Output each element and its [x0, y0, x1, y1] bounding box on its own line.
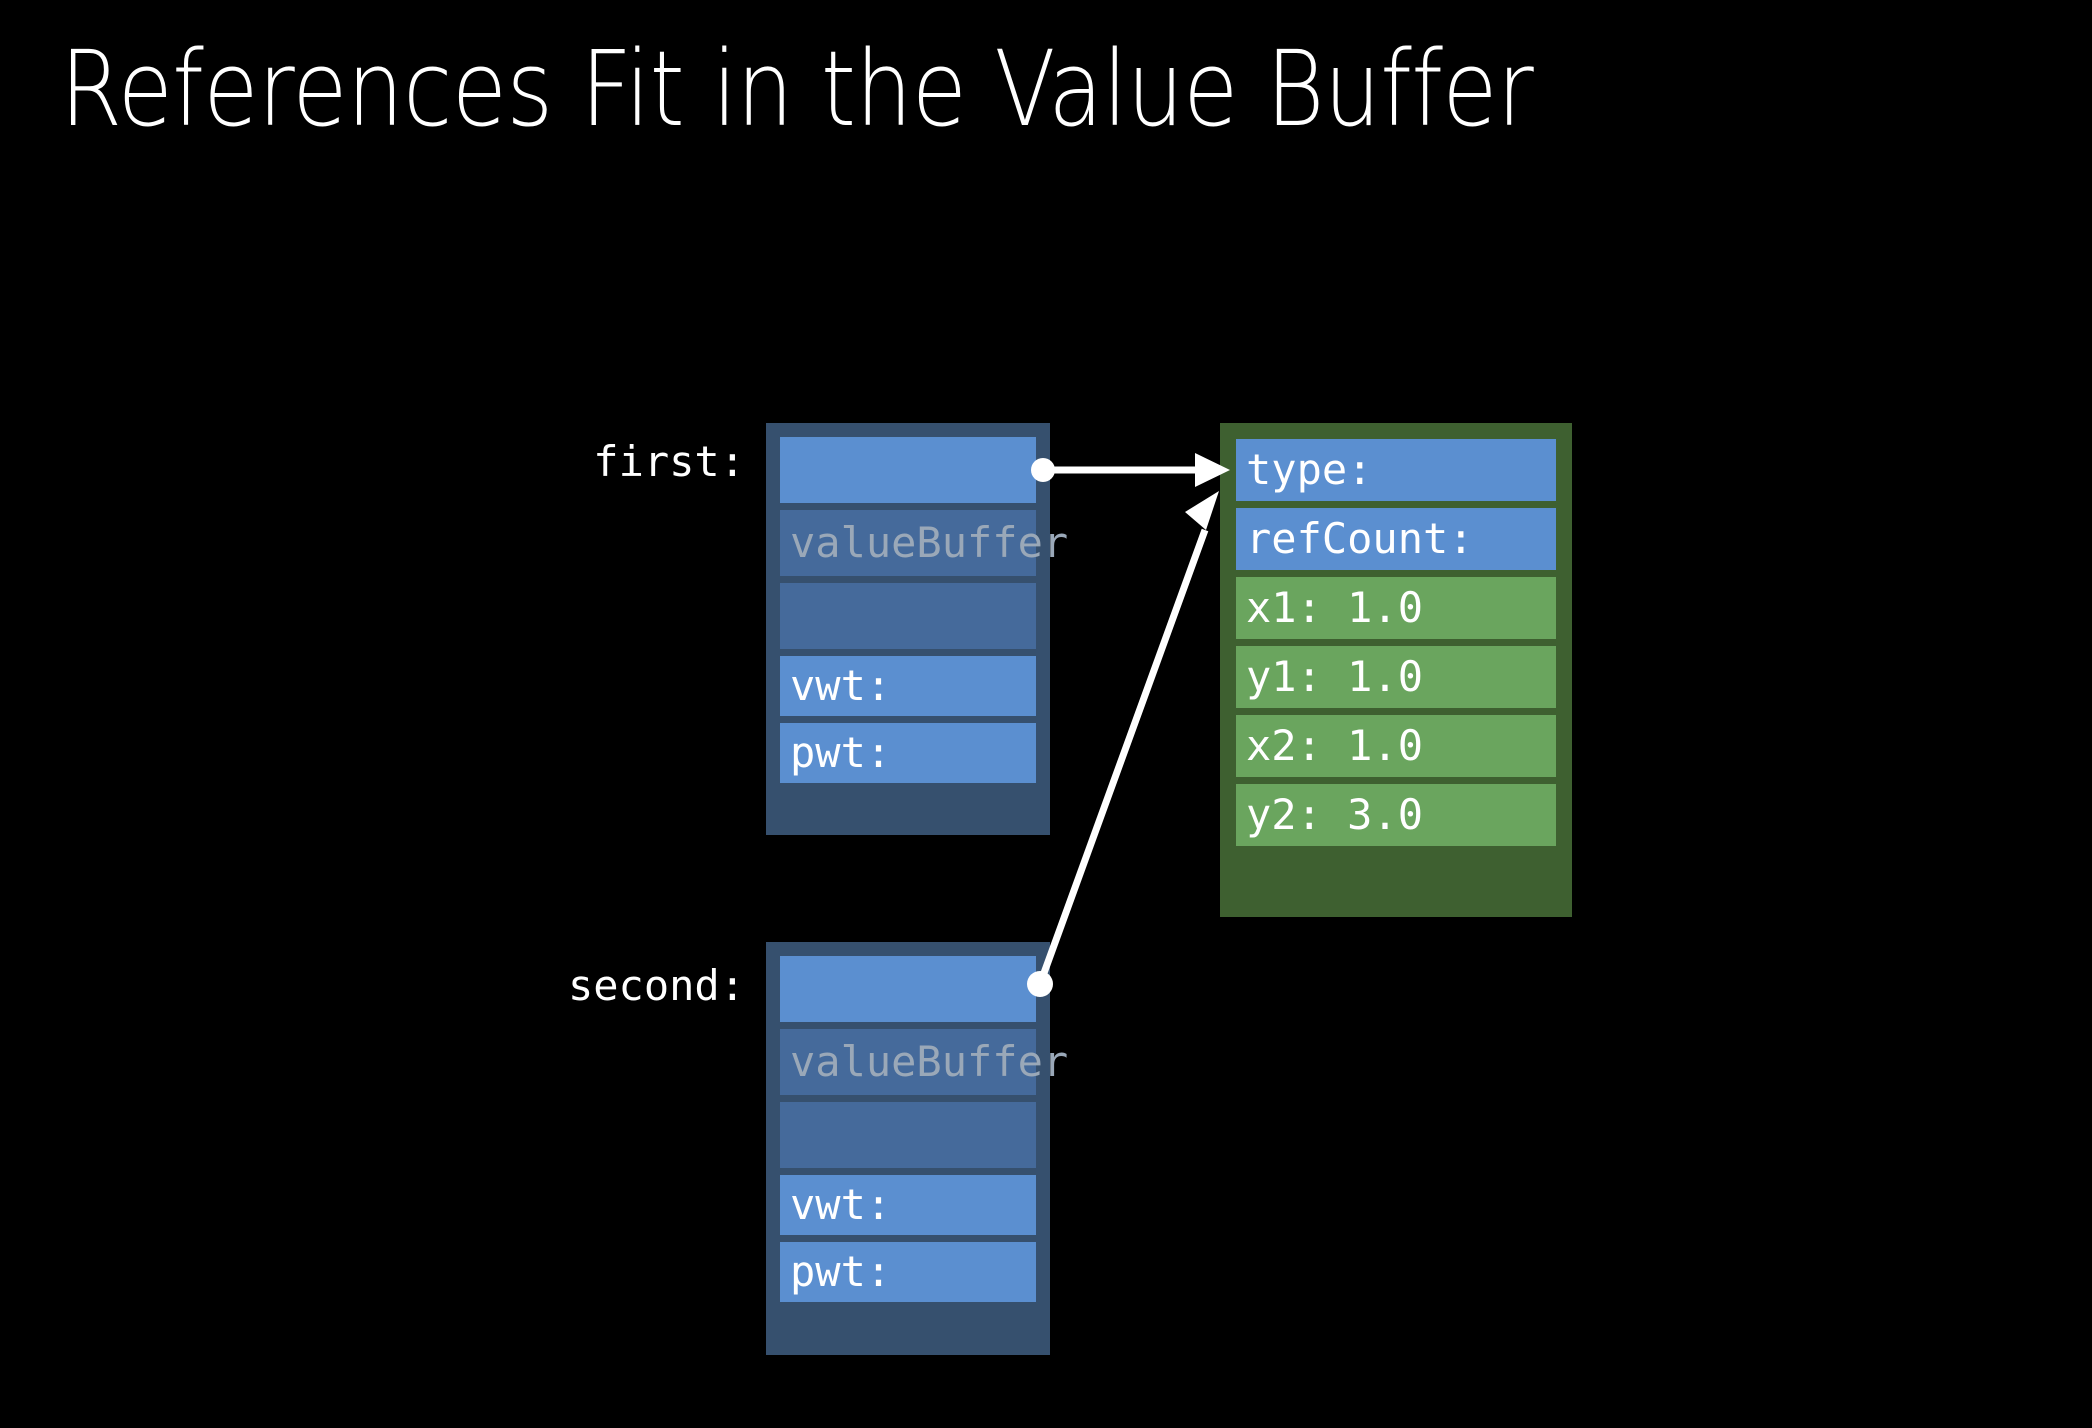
heap-row-x2: x2: 1.0 [1236, 715, 1556, 777]
heap-row-y1: y1: 1.0 [1236, 646, 1556, 708]
value-buffer-label-first: valueBuffer [780, 510, 1068, 576]
value-box-second: valueBuffer vwt: pwt: [766, 942, 1068, 1355]
variable-label-first: first: [593, 437, 745, 486]
heap-object-box: type: refCount: x1: 1.0 y1: 1.0 x2: 1.0 … [1220, 423, 1572, 917]
value-box-first: valueBuffer vwt: pwt: [766, 423, 1068, 835]
value-buffer-slot-second [780, 1102, 1036, 1168]
pwt-slot-first: pwt: [780, 723, 1036, 783]
arrow-first-to-heap [1031, 453, 1230, 487]
value-buffer-label-second: valueBuffer [780, 1029, 1068, 1095]
value-buffer-slot-first [780, 583, 1036, 649]
vwt-slot-second: vwt: [780, 1175, 1036, 1235]
reference-slot-first [780, 437, 1036, 503]
heap-row-type: type: [1236, 439, 1556, 501]
reference-slot-second [780, 956, 1036, 1022]
vwt-slot-first: vwt: [780, 656, 1036, 716]
page-title: References Fit in the Value Buffer [60, 28, 1534, 150]
variable-label-second: second: [567, 961, 745, 1010]
pointer-line-second [1036, 528, 1209, 986]
heap-row-x1: x1: 1.0 [1236, 577, 1556, 639]
pwt-slot-second: pwt: [780, 1242, 1036, 1302]
heap-row-y2: y2: 3.0 [1236, 784, 1556, 846]
pointer-arrowhead-second [1185, 491, 1219, 530]
heap-row-refcount: refCount: [1236, 508, 1556, 570]
